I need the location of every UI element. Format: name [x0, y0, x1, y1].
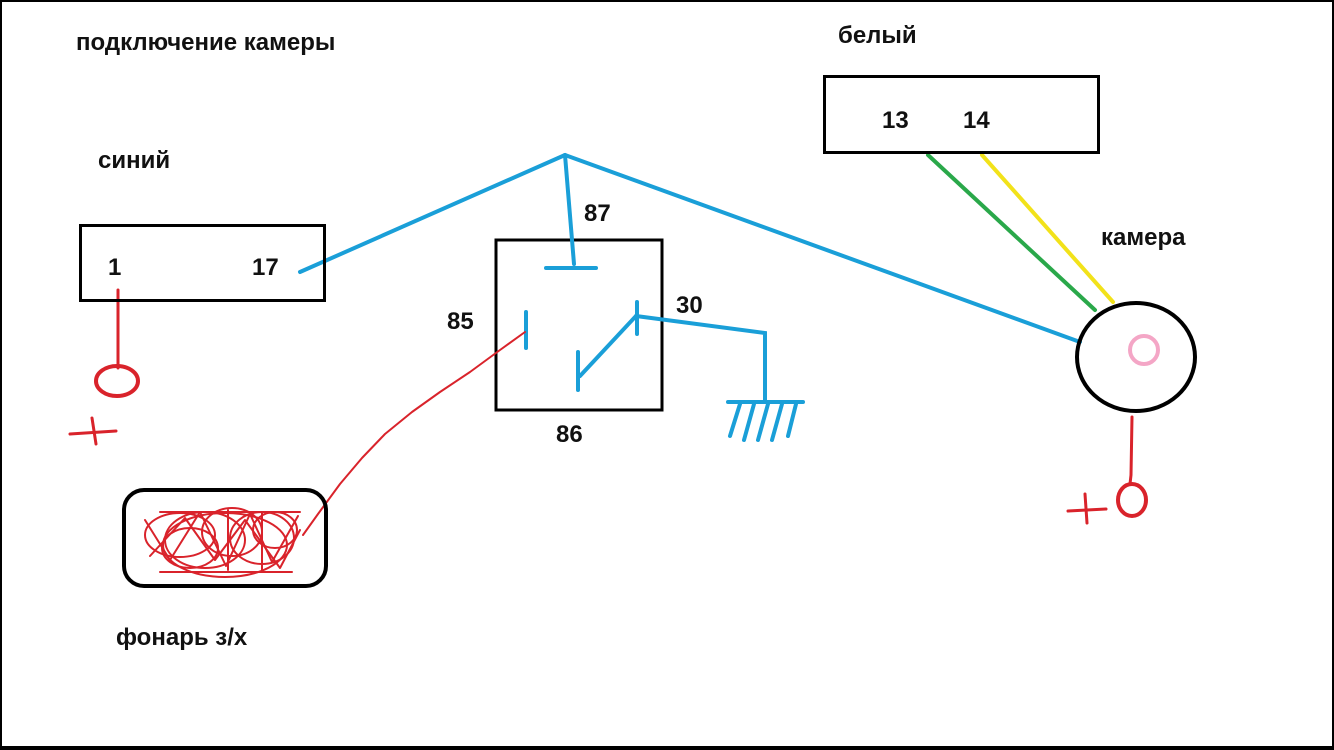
blue-connector-pin-17: 17 [252, 254, 279, 281]
blue-connector-pin-1: 1 [108, 254, 122, 281]
camera-body [1075, 301, 1197, 413]
plus-sign-right-v [1083, 492, 1089, 525]
white-connector-label: белый [838, 22, 917, 49]
relay-switch-arm [578, 314, 638, 378]
ground-hatch-3 [756, 402, 770, 442]
ground-hatch-4 [770, 402, 784, 442]
lamp-label: фонарь з/х [116, 624, 248, 651]
plus-terminal-left [94, 364, 140, 398]
ground-hatch-2 [742, 402, 756, 442]
blue-wires [298, 153, 1082, 442]
white-connector-pin-14: 14 [963, 107, 990, 134]
wire-85-to-lamp [302, 331, 526, 536]
relay-outline [494, 238, 664, 412]
blue-connector-box [79, 224, 326, 302]
wire-camera-to-plus [1128, 415, 1134, 486]
relay-pin-87-label: 87 [584, 200, 611, 227]
white-connector-pin-13: 13 [882, 107, 909, 134]
ground-hatch-1 [728, 402, 742, 438]
plus-terminal-right [1116, 482, 1148, 518]
wire-junction-to-87 [563, 153, 576, 266]
lamp-scribble [144, 507, 301, 578]
wire-17-to-junction [298, 153, 567, 274]
wire-junction-to-camera [563, 153, 1082, 344]
white-connector-box [823, 75, 1100, 154]
ground-hatch-5 [786, 402, 798, 438]
green-wire [926, 153, 1097, 312]
camera-lens [1128, 334, 1160, 366]
yellow-wire [980, 153, 1115, 304]
camera-label: камера [1101, 224, 1186, 251]
relay-pin-30-label: 30 [676, 292, 703, 319]
red-wires [68, 288, 1148, 578]
page-title: подключение камеры [76, 29, 336, 56]
plus-sign-left-v [90, 416, 98, 446]
lamp-housing [122, 488, 328, 588]
relay-pin-86-label: 86 [556, 421, 583, 448]
relay-pin-85-label: 85 [447, 308, 474, 335]
wire-30-to-ground [634, 314, 767, 404]
blue-connector-label: синий [98, 147, 171, 174]
